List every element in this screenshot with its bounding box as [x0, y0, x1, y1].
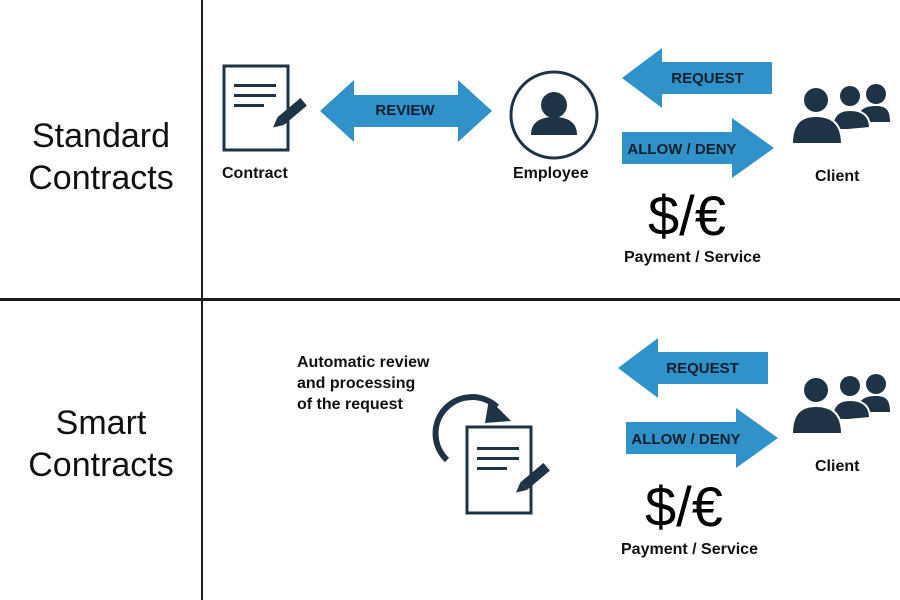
- smart-payment-service-label: Payment / Service: [621, 541, 758, 558]
- smart-contracts-title: Smart Contracts: [0, 402, 202, 486]
- auto-line2: and processing: [297, 375, 416, 392]
- smart-allow-deny-arrow-label: ALLOW / DENY: [631, 431, 741, 448]
- standard-title-line2: Contracts: [28, 159, 174, 197]
- auto-line3: of the request: [297, 396, 403, 413]
- currency-symbol: $/€: [648, 184, 726, 247]
- smart-title-line2: Contracts: [28, 446, 174, 484]
- smart-client-group-icon: [790, 374, 890, 435]
- request-arrow: [622, 48, 772, 108]
- circular-arrow-icon: [432, 394, 511, 463]
- request-arrow-label: REQUEST: [671, 70, 744, 87]
- standard-title-line1: Standard: [32, 117, 170, 155]
- horizontal-divider: [0, 298, 900, 301]
- standard-contracts-title: Standard Contracts: [0, 115, 202, 199]
- client-label: Client: [815, 168, 860, 185]
- payment-service-label: Payment / Service: [624, 249, 761, 266]
- smart-contract-document-icon: [465, 425, 550, 515]
- auto-line1: Automatic review: [297, 354, 430, 371]
- employee-label: Employee: [513, 165, 589, 182]
- smart-allow-deny-arrow: [626, 408, 778, 468]
- allow-deny-arrow-label: ALLOW / DENY: [627, 141, 737, 158]
- allow-deny-arrow: [622, 118, 774, 178]
- client-group-icon: [790, 84, 890, 145]
- review-double-arrow: [320, 80, 492, 142]
- contract-label: Contract: [222, 165, 288, 182]
- smart-request-arrow: [618, 338, 768, 398]
- smart-request-arrow-label: REQUEST: [666, 360, 739, 377]
- review-arrow-label: REVIEW: [375, 102, 435, 119]
- contract-document-icon: [222, 64, 307, 152]
- smart-title-line1: Smart: [55, 404, 147, 442]
- smart-client-label: Client: [815, 458, 860, 475]
- employee-icon: [509, 70, 599, 160]
- automatic-review-text: Automatic review and processing of the r…: [297, 352, 429, 415]
- smart-currency-symbol: $/€: [645, 475, 723, 538]
